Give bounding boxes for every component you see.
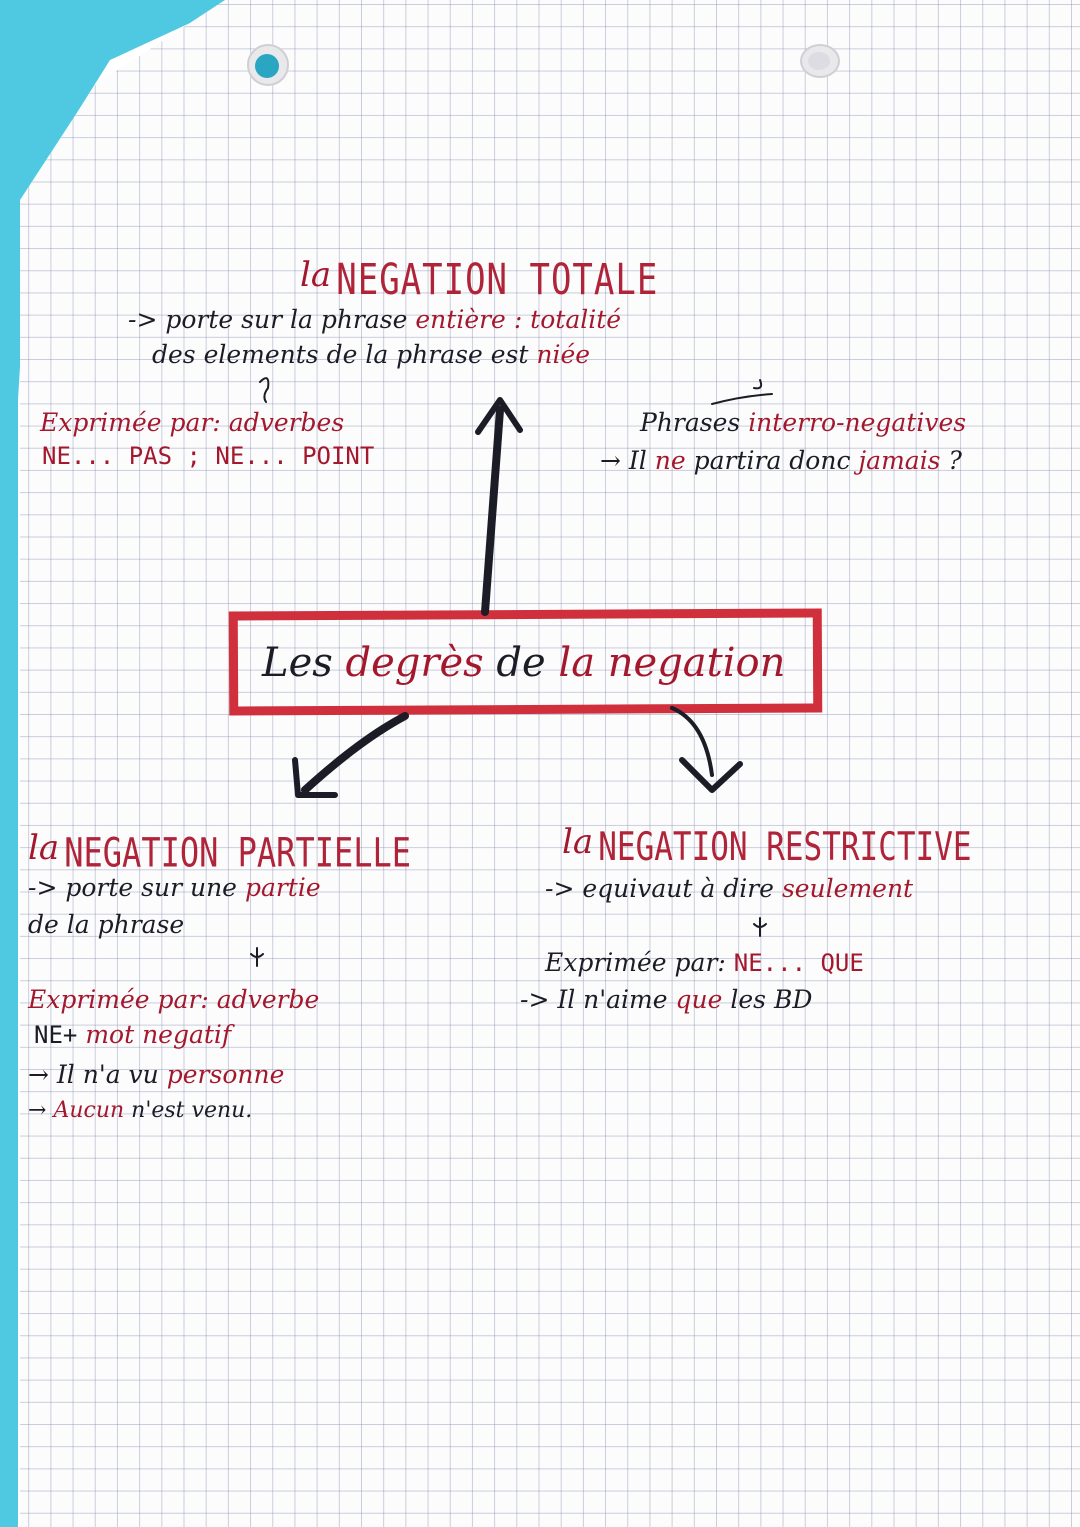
arrow-left-head [292, 757, 338, 798]
partielle-ex1-red: personne [166, 1060, 285, 1089]
arrow-up-head [475, 397, 523, 435]
restrictive-def-red: seulement [781, 874, 914, 903]
totale-inter-red: interro-negatives [748, 408, 967, 437]
example-arrow-icon: -> [520, 985, 550, 1014]
totale-inter-ex-2: partira donc [693, 446, 851, 475]
partielle-example-1: → Il n'a vu personne [28, 1060, 284, 1089]
arrow-marker: -> [128, 305, 158, 334]
totale-expression: Exprimée par: adverbes [40, 408, 344, 437]
totale-inter-ex-jamais: jamais [858, 446, 941, 475]
totale-def2-red: niée [536, 340, 591, 369]
brace-right-2 [711, 393, 773, 405]
partielle-expr2-a: NE+ [34, 1021, 78, 1049]
totale-expr-examples: NE... PAS ; NE... POINT [42, 442, 375, 470]
partielle-ex2-red: Aucun [53, 1098, 125, 1123]
totale-title: NEGATION TOTALE [336, 255, 659, 305]
totale-expr-label: Exprimée par: [40, 408, 221, 437]
partielle-expression: Exprimée par: adverbe [28, 985, 319, 1014]
totale-definition-line1: -> porte sur la phrase entière : totalit… [128, 305, 621, 334]
restrictive-ex-tail: les BD [730, 985, 813, 1014]
partielle-heading: la NEGATION PARTIELLE [28, 828, 411, 877]
restrictive-expr-label: Exprimée par: [545, 948, 726, 977]
totale-def-tail: : totalité [513, 305, 622, 334]
center-word-la: la [558, 640, 596, 686]
restrictive-heading: la NEGATION RESTRICTIVE [562, 822, 972, 870]
center-word-de: de [496, 640, 546, 686]
partielle-ex2-text: n'est venu. [131, 1098, 253, 1123]
brace-right [753, 379, 763, 390]
partielle-example-2: → Aucun n'est venu. [28, 1098, 252, 1123]
partielle-title: NEGATION PARTIELLE [64, 829, 412, 877]
partielle-expr2-red: mot negatif [85, 1020, 232, 1049]
partielle-expr-label: Exprimée par: [28, 985, 209, 1014]
totale-inter-ex-1: Il [628, 446, 647, 475]
binder-hole-left [247, 44, 289, 86]
brace-left [259, 377, 270, 403]
restrictive-prefix: la [562, 822, 594, 862]
arrow-right-head [679, 757, 743, 793]
partielle-definition-line1: -> porte sur une partie [28, 873, 321, 902]
restrictive-definition: -> equivaut à dire seulement [545, 874, 913, 903]
binder-hole-right [800, 44, 840, 78]
restrictive-ex-text: Il n'aime [557, 985, 668, 1014]
totale-inter-ex-ne: ne [654, 446, 686, 475]
totale-inter-label: Phrases [640, 408, 741, 437]
restrictive-expression: Exprimée par: NE... QUE [545, 948, 864, 977]
center-word-degres: degrès [345, 640, 484, 686]
totale-heading: la NEGATION TOTALE [300, 255, 658, 305]
totale-def-red: entière [415, 305, 506, 334]
totale-inter-ex-q: ? [948, 446, 962, 475]
partielle-prefix: la [28, 828, 60, 868]
partielle-def-red: partie [244, 873, 321, 902]
example-arrow-icon: → [28, 1098, 47, 1123]
central-topic-label: Les degrès de la negation [262, 640, 785, 686]
totale-expression-examples: NE... PAS ; NE... POINT [42, 442, 374, 470]
center-word-negation: negation [607, 640, 786, 686]
arrow-up [481, 406, 504, 616]
partielle-expression-line2: NE+ mot negatif [34, 1020, 231, 1049]
totale-interro-example: → Il ne partira donc jamais ? [600, 446, 962, 475]
example-arrow-icon: → [28, 1060, 49, 1089]
arrow-marker: -> [545, 874, 575, 903]
restrictive-ex-red: que [675, 985, 723, 1014]
example-arrow-icon: → [600, 446, 621, 475]
restrictive-title: NEGATION RESTRICTIVE [598, 825, 972, 870]
arrow-marker: -> [28, 873, 58, 902]
partielle-def-text: porte sur une [65, 873, 237, 902]
center-word-les: Les [262, 640, 333, 686]
arrow-right [670, 706, 714, 777]
brace-restrictive [753, 917, 767, 937]
partielle-definition-line2: de la phrase [28, 910, 184, 939]
totale-def-text: porte sur la phrase [165, 305, 408, 334]
partielle-ex1-text: Il n'a vu [56, 1060, 159, 1089]
partielle-def2-text: de la phrase [28, 910, 185, 939]
restrictive-example: -> Il n'aime que les BD [520, 985, 812, 1014]
restrictive-expr-red: NE... QUE [733, 949, 864, 977]
restrictive-def-text: equivaut à dire [582, 874, 774, 903]
arrow-left [301, 712, 409, 794]
totale-def2-text: des elements de la phrase est [152, 340, 529, 369]
totale-expr-red: adverbes [228, 408, 345, 437]
brace-partielle [250, 947, 264, 967]
partielle-expr-red: adverbe [216, 985, 320, 1014]
totale-prefix: la [300, 255, 332, 295]
totale-definition-line2: des elements de la phrase est niée [152, 340, 590, 369]
totale-interro: Phrases interro-negatives [640, 408, 966, 437]
